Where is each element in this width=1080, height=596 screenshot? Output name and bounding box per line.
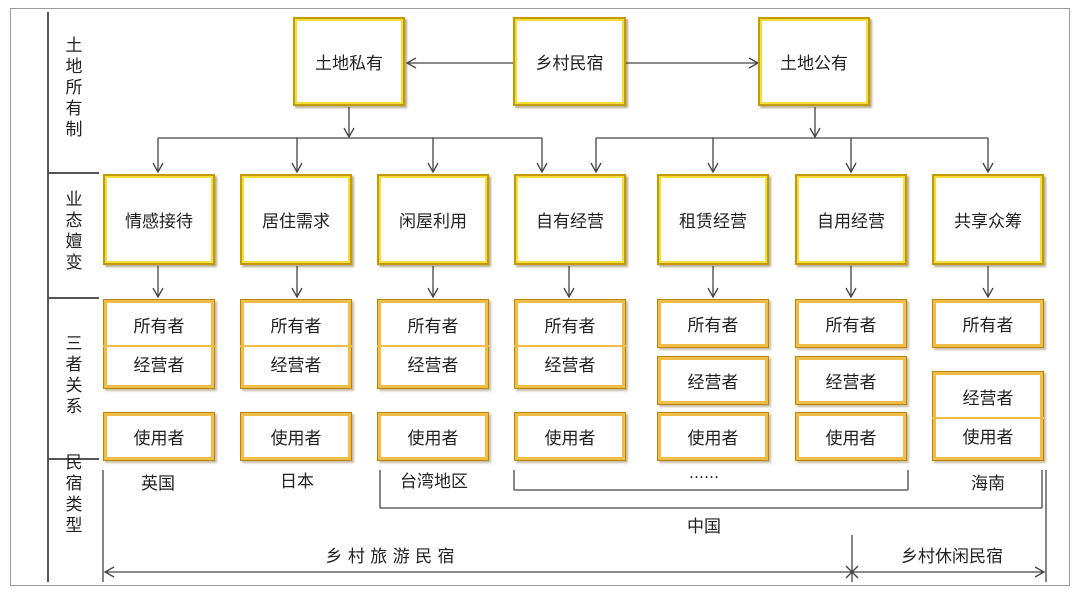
role-user: 使用者 [687,429,739,449]
role-operator: 经营者 [962,389,1014,409]
node-land-public: 土地公有 [758,17,870,106]
region-taiwan: 台湾地区 [400,472,468,492]
row-separator [47,297,99,299]
role-operator-box: 经营者 [657,356,769,405]
region-hainan: 海南 [971,474,1005,494]
role-divider [240,345,352,347]
node-living-demand: 居住需求 [240,174,352,265]
role-operator: 经营者 [133,356,185,376]
role-owner: 所有者 [687,316,739,336]
role-user-box: 使用者 [377,412,489,461]
role-user-box: 使用者 [240,412,352,461]
role-user: 使用者 [544,429,596,449]
node-emotional-reception: 情感接待 [103,174,215,265]
country-japan: 日本 [280,472,314,492]
node-shared-crowdfunding: 共享众筹 [932,174,1044,265]
node-lease-operation: 租赁经营 [657,174,769,265]
role-operator: 经营者 [270,356,322,376]
role-owner-box: 所有者 [657,299,769,348]
label-rural-leisure-homestay: 乡村休闲民宿 [901,547,1003,567]
role-user: 使用者 [407,429,459,449]
role-owner-box: 所有者 [932,299,1044,348]
role-user: 使用者 [270,429,322,449]
country-china: 中国 [687,517,721,537]
role-operator: 经营者 [825,373,877,393]
role-user: 使用者 [962,428,1014,448]
role-user-box: 使用者 [103,412,215,461]
role-divider [932,417,1044,419]
role-owner: 所有者 [133,317,185,337]
role-operator: 经营者 [407,356,459,376]
role-owner-operator-box: 所有者 经营者 [103,299,215,389]
role-owner-box: 所有者 [795,299,907,348]
role-owner: 所有者 [825,316,877,336]
country-uk: 英国 [141,474,175,494]
role-divider [377,345,489,347]
role-owner: 所有者 [407,317,459,337]
diagram-frame [10,8,1070,586]
role-owner: 所有者 [544,317,596,337]
role-user: 使用者 [825,429,877,449]
role-owner: 所有者 [962,316,1014,336]
label-rural-tourism-homestay: 乡 村 旅 游 民 宿 [325,547,455,567]
row-label-type: 民宿类型 [65,453,83,536]
node-rural-homestay: 乡村民宿 [513,17,626,106]
role-operator: 经营者 [544,356,596,376]
node-self-owned-operation: 自有经营 [514,174,626,265]
role-owner: 所有者 [270,317,322,337]
role-user-box: 使用者 [514,412,626,461]
role-divider [514,345,626,347]
role-owner-operator-box: 所有者 经营者 [514,299,626,389]
row-separator [47,458,99,460]
row-separator [47,172,99,174]
role-owner-operator-box: 所有者 经营者 [240,299,352,389]
row-label-relation: 三者关系 [65,334,83,417]
role-user-box: 使用者 [657,412,769,461]
role-owner-operator-box: 所有者 经营者 [377,299,489,389]
ellipsis-label: …… [689,464,719,482]
node-idle-house-use: 闲屋利用 [377,174,489,265]
node-land-private: 土地私有 [293,17,405,106]
role-operator-box: 经营者 [795,356,907,405]
row-label-evolution: 业态嬗变 [65,190,83,273]
role-operator: 经营者 [687,373,739,393]
role-operator-user-box: 经营者 使用者 [932,371,1044,461]
role-user-box: 使用者 [795,412,907,461]
row-label-ownership: 土地所有制 [65,35,83,140]
node-self-use-operation: 自用经营 [795,174,907,265]
role-user: 使用者 [133,429,185,449]
role-divider [103,345,215,347]
